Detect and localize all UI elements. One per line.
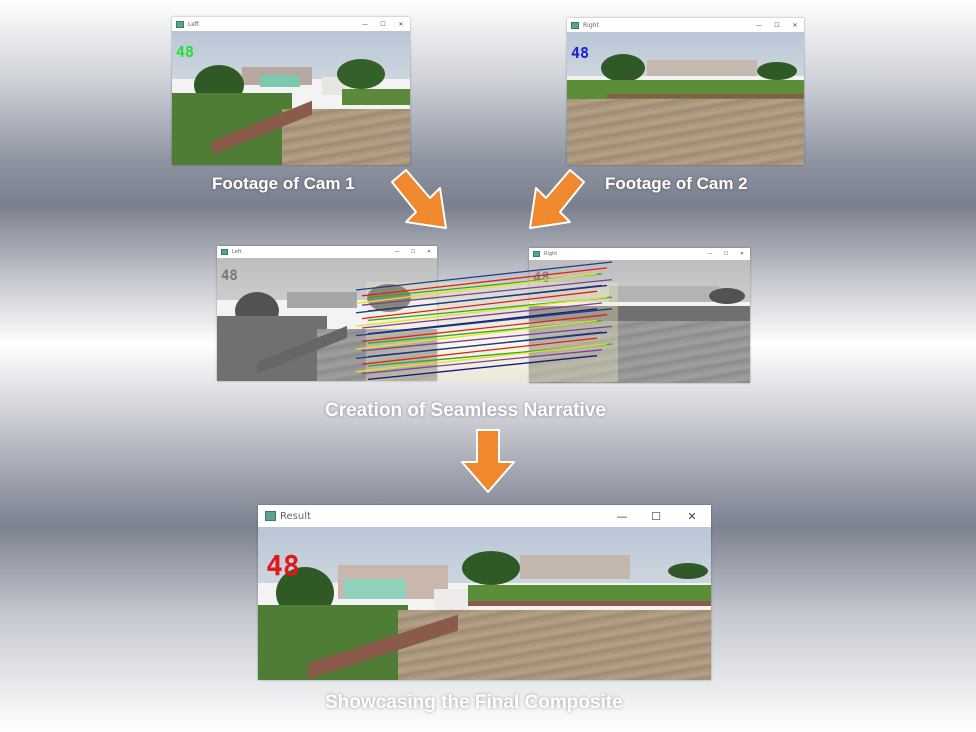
match-line (355, 273, 598, 305)
match-line (361, 302, 603, 329)
close-button[interactable]: ✕ (687, 509, 697, 523)
minimize-button[interactable]: — (616, 509, 628, 523)
maximize-button[interactable]: ☐ (651, 509, 661, 523)
app-icon (221, 249, 228, 255)
gray-left-footage: 48 (217, 258, 437, 381)
match-line (355, 296, 608, 327)
window-title: Result (280, 510, 311, 522)
cam2-footage: 48 (567, 32, 804, 165)
result-titlebar: Result — ☐ ✕ (258, 505, 711, 527)
frame-counter: 48 (176, 43, 195, 61)
gray-left-window: Left — ☐ ✕ 48 (217, 246, 437, 381)
cam2-titlebar: Right — ☐ ✕ (567, 18, 804, 32)
frame-counter: 48 (266, 549, 300, 582)
match-line (361, 325, 613, 352)
match-line (361, 314, 608, 343)
gray-left-titlebar: Left — ☐ ✕ (217, 246, 437, 258)
app-icon (176, 20, 184, 28)
window-title: Left (188, 20, 200, 28)
close-button[interactable]: ✕ (739, 251, 745, 257)
minimize-button[interactable]: — (394, 249, 400, 255)
match-line (367, 308, 598, 335)
cam1-footage: 48 (172, 31, 410, 165)
match-line (355, 284, 603, 314)
gray-right-titlebar: Right — ☐ ✕ (529, 248, 750, 260)
minimize-button[interactable]: — (362, 20, 368, 28)
app-icon (533, 251, 540, 257)
match-line (355, 331, 603, 360)
frame-counter: 48 (533, 270, 550, 286)
match-line (355, 343, 608, 373)
match-line (367, 355, 598, 381)
matching-caption: Creation of Seamless Narrative (325, 400, 606, 421)
frame-counter: 48 (221, 268, 238, 284)
minimize-button[interactable]: — (756, 21, 762, 29)
match-line (361, 267, 608, 297)
minimize-button[interactable]: — (707, 251, 713, 257)
close-button[interactable]: ✕ (792, 21, 798, 29)
result-caption: Showcasing the Final Composite (325, 692, 623, 713)
cam2-caption: Footage of Cam 2 (605, 174, 748, 193)
window-title: Left (232, 249, 242, 255)
match-line (361, 349, 603, 375)
app-icon (265, 511, 276, 521)
window-title: Right (544, 251, 558, 257)
match-line (355, 261, 613, 291)
result-window: Result — ☐ ✕ 48 (258, 505, 711, 680)
window-title: Right (583, 21, 599, 29)
arrow-down-left-icon (529, 169, 585, 229)
maximize-button[interactable]: ☐ (380, 20, 386, 28)
cam2-window: Right — ☐ ✕ 48 (567, 18, 804, 165)
arrow-down-icon (461, 429, 515, 493)
window-controls: — ☐ ✕ (750, 22, 804, 29)
arrow-down-right-icon (391, 169, 447, 229)
match-line (361, 337, 598, 365)
maximize-button[interactable]: ☐ (410, 249, 416, 255)
cam1-caption: Footage of Cam 1 (212, 174, 355, 193)
cam1-titlebar: Left — ☐ ✕ (172, 17, 410, 31)
match-line (355, 308, 613, 337)
maximize-button[interactable]: ☐ (774, 21, 780, 29)
window-controls: — ☐ ✕ (702, 251, 750, 257)
match-line (361, 278, 613, 306)
window-controls: — ☐ ✕ (389, 249, 437, 255)
close-button[interactable]: ✕ (426, 249, 432, 255)
close-button[interactable]: ✕ (398, 20, 404, 28)
stitched-panorama: 48 (258, 527, 711, 680)
match-line (355, 319, 598, 350)
maximize-button[interactable]: ☐ (723, 251, 729, 257)
match-line (361, 290, 598, 320)
window-controls: — ☐ ✕ (356, 21, 410, 28)
app-icon (571, 21, 579, 29)
window-controls: — ☐ ✕ (605, 510, 711, 523)
cam1-window: Left — ☐ ✕ 48 (172, 17, 410, 165)
frame-counter: 48 (571, 44, 590, 62)
